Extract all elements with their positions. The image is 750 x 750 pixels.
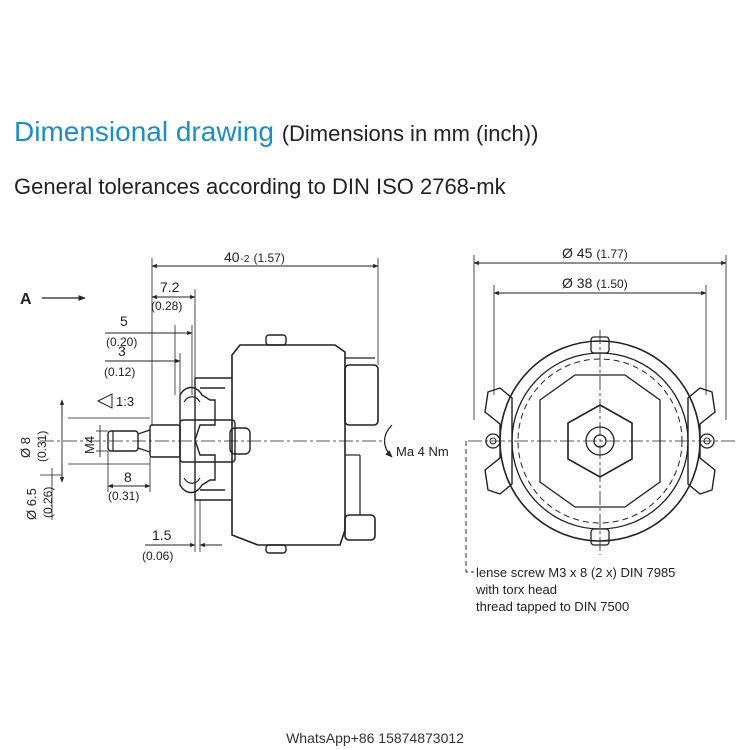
title-note: (Dimensions in mm (inch)) xyxy=(281,121,539,146)
side-view-labels: A 40-2(1.57) 7.2 (0.28) 5 (0.20) 3 (0.12… xyxy=(18,249,449,563)
torque-text: Ma 4 Nm xyxy=(396,444,449,459)
shaft-nut xyxy=(229,427,251,455)
dim-dia-38-text: Ø 38(1.50) xyxy=(562,275,628,291)
mounting-flange xyxy=(194,377,232,501)
dim-dia-6-5-text: Ø 6.5 xyxy=(24,488,39,520)
dim-dia-8-text: Ø 8 xyxy=(18,437,33,458)
side-view xyxy=(40,258,393,554)
dim-5-text: 5 xyxy=(120,313,128,329)
taper-text: 1:3 xyxy=(116,394,134,409)
dim-m4-text: M4 xyxy=(82,436,97,454)
front-view xyxy=(465,255,735,573)
right-screw-hole xyxy=(699,433,715,449)
front-view-labels: Ø 45(1.77) Ø 38(1.50) lense screw M3 x 8… xyxy=(475,245,675,614)
dim-5-inch: (0.20) xyxy=(106,335,137,349)
dim-dia-8-inch: (0.31) xyxy=(35,431,49,462)
housing-rear-foot xyxy=(344,514,376,541)
hex-hub xyxy=(567,404,633,478)
housing-rear-block xyxy=(344,364,379,426)
dim-40-text: 40-2(1.57) xyxy=(224,249,285,265)
dim-dia-45-text: Ø 45(1.77) xyxy=(562,245,628,261)
inner-frame xyxy=(539,374,661,508)
note-leader xyxy=(465,441,474,573)
torque-arrow xyxy=(383,424,393,458)
dim-8-text: 8 xyxy=(124,469,132,485)
right-lug xyxy=(687,387,716,495)
thread-stub xyxy=(107,430,139,452)
bottom-tab xyxy=(590,528,610,546)
hub-ring xyxy=(585,426,615,456)
left-lug xyxy=(484,387,513,495)
top-screw-head xyxy=(265,334,287,346)
note-line-3: thread tapped to DIN 7500 xyxy=(476,599,629,614)
dim-3-text: 3 xyxy=(118,343,126,359)
view-label-a: A xyxy=(20,291,32,308)
taper-symbol xyxy=(96,393,113,409)
drawing-title: Dimensional drawing (Dimensions in mm (i… xyxy=(14,116,538,148)
tolerance-subtitle: General tolerances according to DIN ISO … xyxy=(14,174,506,199)
note-line-1: lense screw M3 x 8 (2 x) DIN 7985 xyxy=(476,565,675,580)
dim-3-inch: (0.12) xyxy=(104,365,135,379)
dim-7-2-inch: (0.28) xyxy=(151,299,182,313)
dim-7-2-text: 7.2 xyxy=(160,279,180,295)
clamp-bracket xyxy=(179,386,216,494)
title-main: Dimensional drawing xyxy=(14,116,274,147)
motor-housing xyxy=(231,344,346,546)
shaft-bore xyxy=(593,434,607,448)
shaft-collar xyxy=(179,419,236,463)
contact-footer: WhatsApp+86 15874873012 xyxy=(286,730,464,746)
left-screw-hole xyxy=(485,433,501,449)
top-tab xyxy=(590,336,610,354)
note-line-2: with torx head xyxy=(475,582,557,597)
dim-1-5-text: 1.5 xyxy=(152,527,172,543)
inner-ring-2 xyxy=(517,358,683,524)
dim-1-5-inch: (0.06) xyxy=(142,549,173,563)
dim-dia-6-5-inch: (0.26) xyxy=(41,487,55,518)
dim-8-inch: (0.31) xyxy=(108,489,139,503)
bottom-screw-head xyxy=(265,544,287,554)
